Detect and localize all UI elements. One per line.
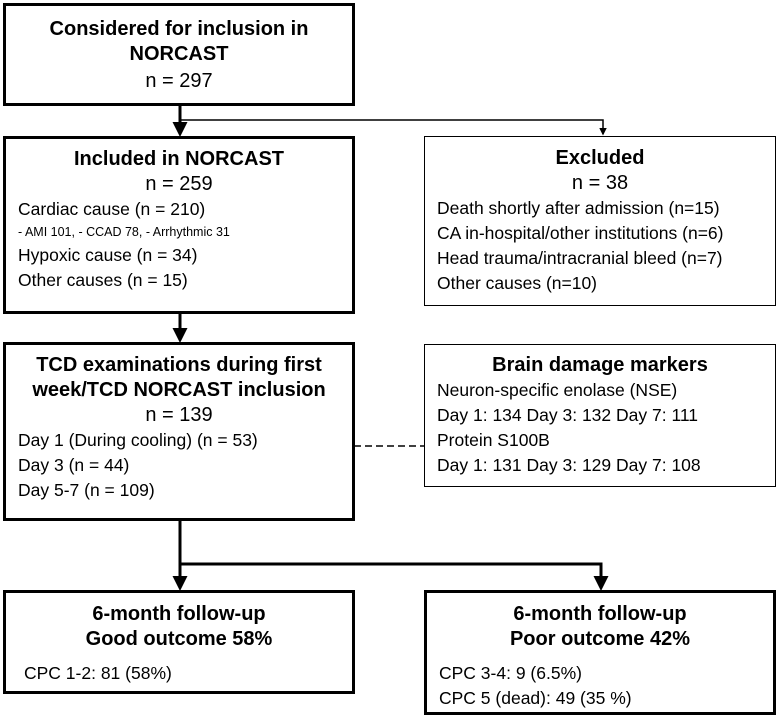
markers-item-s100b: Protein S100B: [437, 430, 550, 450]
excluded-item-other: Other causes (n=10): [437, 273, 598, 293]
included-item-hypoxic: Hypoxic cause (n = 34): [18, 245, 198, 265]
poor-outcome-title-line1: 6-month follow-up: [513, 603, 687, 625]
arrow-to-excluded: [180, 119, 607, 136]
arrow-to-poor-outcome: [180, 562, 609, 591]
good-outcome-item-cpc12: CPC 1-2: 81 (58%): [24, 663, 172, 683]
markers-item-s100b-days: Day 1: 131 Day 3: 129 Day 7: 108: [437, 455, 701, 475]
included-item-cardiac: Cardiac cause (n = 210): [18, 199, 206, 219]
markers-title: Brain damage markers: [492, 354, 708, 376]
poor-outcome-item-cpc34: CPC 3-4: 9 (6.5%): [439, 663, 582, 683]
considered-count: n = 297: [145, 70, 213, 92]
included-item-other: Other causes (n = 15): [18, 270, 188, 290]
considered-box: Considered for inclusion in NORCAST n = …: [3, 3, 355, 106]
excluded-item-in-hospital: CA in-hospital/other institutions (n=6): [437, 223, 724, 243]
good-outcome-title-line1: 6-month follow-up: [92, 603, 266, 625]
excluded-item-head-trauma: Head trauma/intracranial bleed (n=7): [437, 248, 723, 268]
included-box: Included in NORCAST n = 259 Cardiac caus…: [3, 136, 355, 314]
considered-title-line1: Considered for inclusion in: [49, 18, 309, 40]
markers-item-nse-days: Day 1: 134 Day 3: 132 Day 7: 111: [437, 405, 699, 425]
included-count: n = 259: [145, 173, 213, 195]
poor-outcome-title-line2: Poor outcome 42%: [509, 628, 691, 650]
markers-item-nse: Neuron-specific enolase (NSE): [437, 380, 678, 400]
included-item-cardiac-breakdown: - AMI 101, - CCAD 78, - Arrhythmic 31: [18, 225, 230, 239]
markers-box: Brain damage markers Neuron-specific eno…: [424, 344, 776, 487]
excluded-count: n = 38: [571, 172, 629, 194]
good-outcome-title-line2: Good outcome 58%: [85, 628, 273, 650]
tcd-count: n = 139: [145, 404, 213, 426]
considered-title-line2: NORCAST: [129, 43, 229, 65]
excluded-item-death: Death shortly after admission (n=15): [437, 198, 720, 218]
good-outcome-box: 6-month follow-up Good outcome 58% CPC 1…: [3, 590, 355, 694]
excluded-box: Excluded n = 38 Death shortly after admi…: [424, 136, 776, 306]
tcd-item-day1: Day 1 (During cooling) (n = 53): [18, 430, 258, 450]
poor-outcome-box: 6-month follow-up Poor outcome 42% CPC 3…: [424, 590, 776, 715]
tcd-item-day5-7: Day 5-7 (n = 109): [18, 480, 155, 500]
excluded-title: Excluded: [555, 147, 645, 169]
included-title: Included in NORCAST: [74, 148, 284, 170]
tcd-box: TCD examinations during first week/TCD N…: [3, 342, 355, 521]
tcd-title-line1: TCD examinations during first: [36, 354, 322, 376]
tcd-title-line2: week/TCD NORCAST inclusion: [32, 379, 326, 401]
tcd-item-day3: Day 3 (n = 44): [18, 455, 130, 475]
poor-outcome-item-cpc5: CPC 5 (dead): 49 (35 %): [439, 688, 632, 708]
